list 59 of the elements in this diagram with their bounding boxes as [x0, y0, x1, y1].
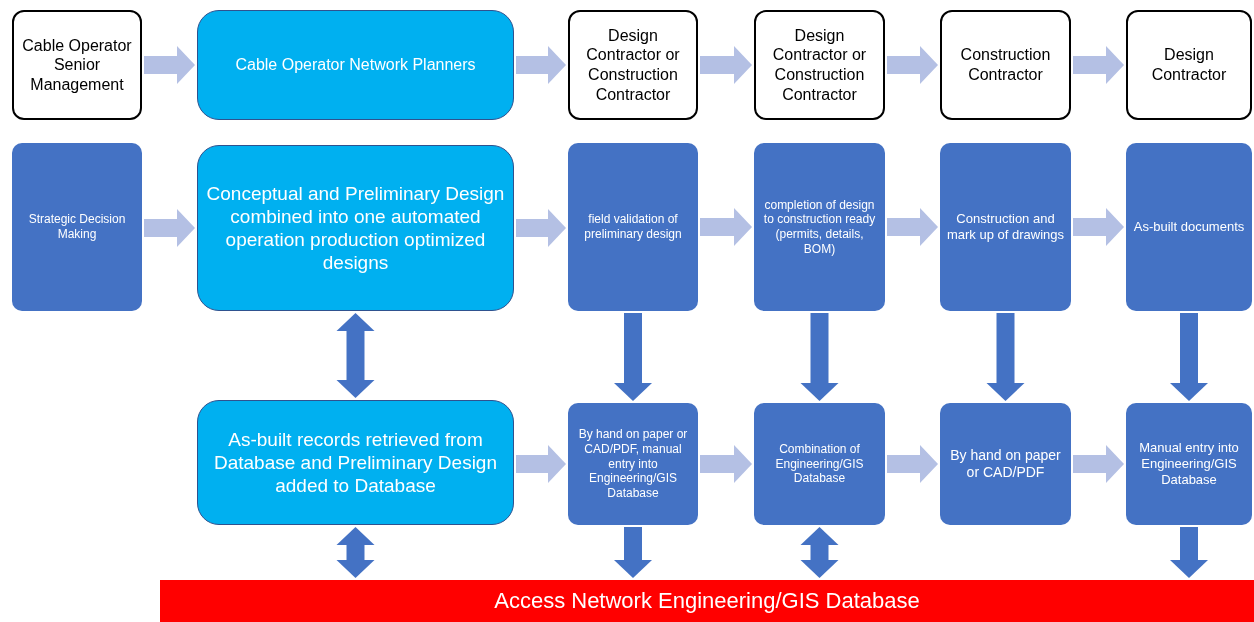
role-box	[568, 10, 698, 120]
box-label: By hand on paper or CAD/PDF, manual entry into Engineering/GIS Database	[577, 427, 689, 501]
box-label: Strategic Decision Making	[27, 212, 127, 242]
box-label: As-built records retrieved from Database and Preliminary Design added to Database	[212, 427, 498, 498]
arrow	[1073, 46, 1124, 84]
arrow	[1073, 208, 1124, 246]
arrow	[800, 313, 839, 401]
arrow	[700, 208, 752, 246]
process-box	[197, 400, 514, 525]
arrow	[614, 527, 652, 578]
arrow	[516, 209, 566, 247]
arrow	[516, 46, 566, 84]
arrow	[614, 313, 652, 401]
box-label: By hand on paper or CAD/PDF	[949, 446, 1062, 482]
box-label: Construction Contractor	[959, 45, 1052, 85]
box-label: completion of design to construction ready (permits, details, BOM)	[762, 197, 877, 257]
arrow	[986, 313, 1025, 401]
process-box	[568, 143, 698, 311]
role-box	[940, 10, 1071, 120]
box-label: Cable Operator Senior Management	[21, 35, 133, 95]
process-box	[1126, 403, 1252, 525]
arrow	[336, 527, 375, 578]
box-label: Design Contractor or Construction Contractor	[585, 25, 681, 105]
arrow	[1073, 445, 1124, 483]
arrow	[800, 527, 839, 578]
arrow	[887, 208, 938, 246]
box-label: Cable Operator Network Planners	[235, 55, 476, 75]
arrow	[144, 209, 195, 247]
arrow	[516, 445, 566, 483]
box-label: Access Network Engineering/GIS Database	[494, 587, 920, 615]
process-box	[754, 143, 885, 311]
role-box	[754, 10, 885, 120]
process-box	[940, 143, 1071, 311]
box-label: Manual entry into Engineering/GIS Database	[1138, 440, 1240, 488]
role-box	[12, 10, 142, 120]
database-bar	[160, 580, 1254, 622]
box-label: Design Contractor	[1150, 45, 1228, 85]
arrow	[887, 445, 938, 483]
process-box	[12, 143, 142, 311]
arrow	[1170, 527, 1208, 578]
arrow	[1170, 313, 1208, 401]
arrow	[336, 313, 375, 398]
process-box	[754, 403, 885, 525]
box-label: Combination of Engineering/GIS Database	[774, 442, 865, 486]
process-box	[197, 145, 514, 311]
box-label: Design Contractor or Construction Contractor	[771, 25, 868, 105]
box-label: field validation of preliminary design	[583, 212, 683, 242]
arrow	[700, 46, 752, 84]
process-box	[940, 403, 1071, 525]
arrow	[887, 46, 938, 84]
role-box	[1126, 10, 1252, 120]
box-label: Construction and mark up of drawings	[946, 211, 1065, 243]
box-label: As-built documents	[1133, 219, 1245, 235]
process-box	[1126, 143, 1252, 311]
arrow	[700, 445, 752, 483]
process-box	[568, 403, 698, 525]
arrow	[144, 46, 195, 84]
box-label: Conceptual and Preliminary Design combined into one automated operation production optimized designs	[205, 181, 506, 275]
process-box	[197, 10, 514, 120]
